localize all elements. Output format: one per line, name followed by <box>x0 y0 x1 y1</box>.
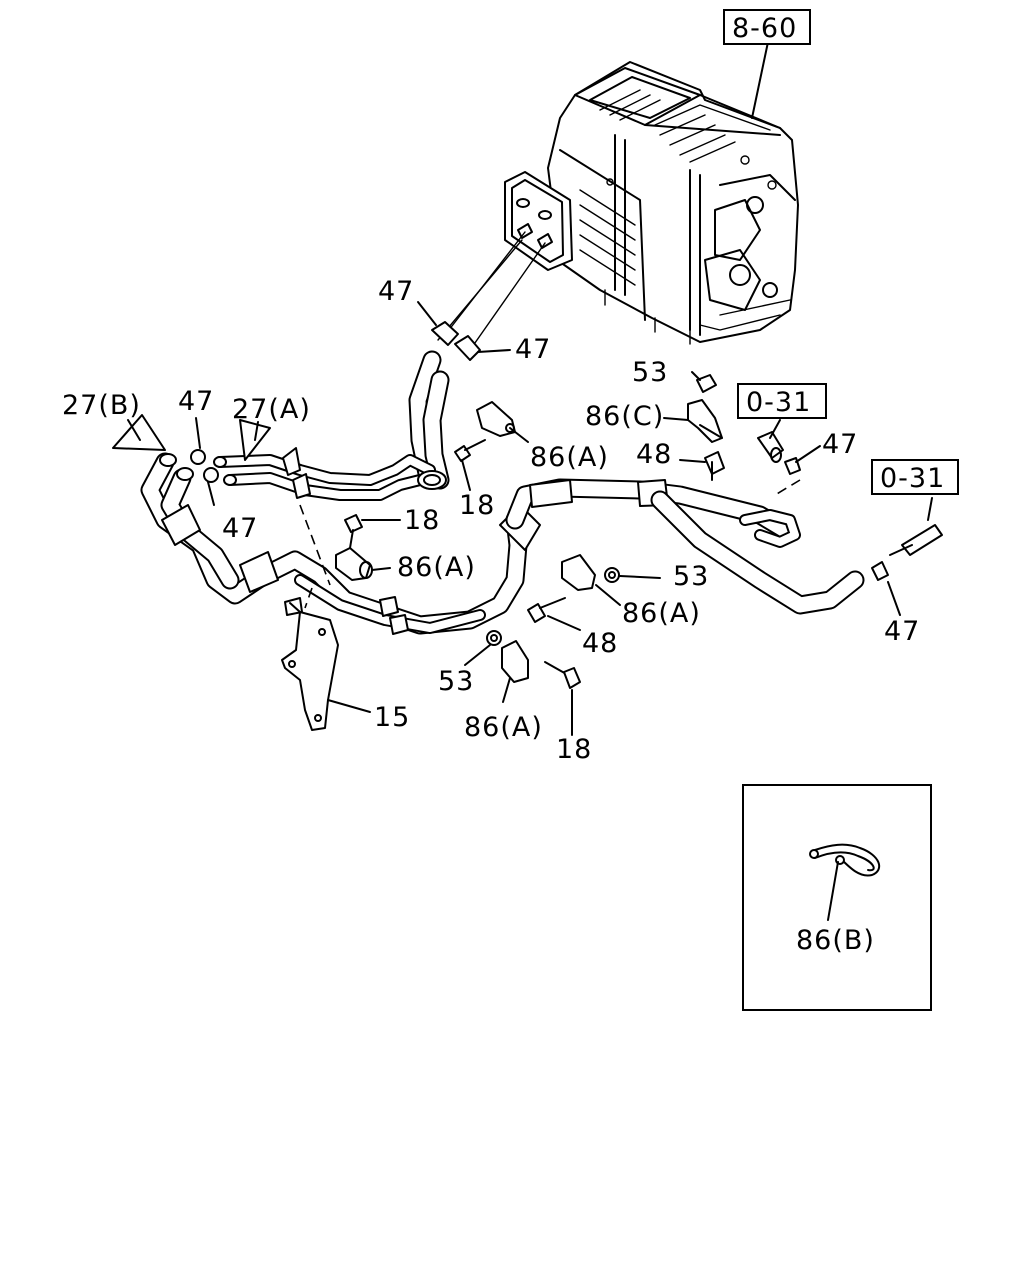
label-18-middle: 18 <box>404 505 440 536</box>
label-48-upper: 48 <box>636 439 672 470</box>
label-47-left-lower: 47 <box>222 513 258 544</box>
label-53-top: 53 <box>632 357 668 388</box>
label-47-right-upper: 47 <box>822 429 858 460</box>
label-27a: 27(A) <box>232 394 311 425</box>
ref-box-0-31-upper <box>737 383 827 419</box>
leader-lines <box>127 301 933 736</box>
label-86c: 86(C) <box>585 401 664 432</box>
label-47-top-right: 47 <box>515 334 551 365</box>
ref-label-0-31-upper: 0-31 <box>746 387 811 418</box>
ref-label-8-60: 8-60 <box>732 13 797 44</box>
label-18-lower: 18 <box>556 734 592 765</box>
label-47-left-upper: 47 <box>178 386 214 417</box>
label-27b: 27(B) <box>62 390 141 421</box>
inset-86b <box>742 784 932 1011</box>
label-47-top: 47 <box>378 276 414 307</box>
label-86a-upper: 86(A) <box>530 442 609 473</box>
ref-box-8-60 <box>723 9 811 45</box>
label-86a-lower: 86(A) <box>464 712 543 743</box>
ref-box-0-31-lower <box>871 459 959 495</box>
label-18-upper: 18 <box>459 490 495 521</box>
label-53-right: 53 <box>673 561 709 592</box>
heater-pipes <box>408 231 546 490</box>
hardware <box>112 374 943 731</box>
label-15: 15 <box>374 702 410 733</box>
hvac-unit <box>504 61 799 345</box>
label-86a-middle: 86(A) <box>397 552 476 583</box>
label-48-lower: 48 <box>582 628 618 659</box>
label-53-lower: 53 <box>438 666 474 697</box>
hose-assembly <box>140 447 865 635</box>
label-47-right-lower: 47 <box>884 616 920 647</box>
label-86a-right: 86(A) <box>622 598 701 629</box>
label-86b: 86(B) <box>796 925 875 956</box>
ref-label-0-31-lower: 0-31 <box>880 463 945 494</box>
